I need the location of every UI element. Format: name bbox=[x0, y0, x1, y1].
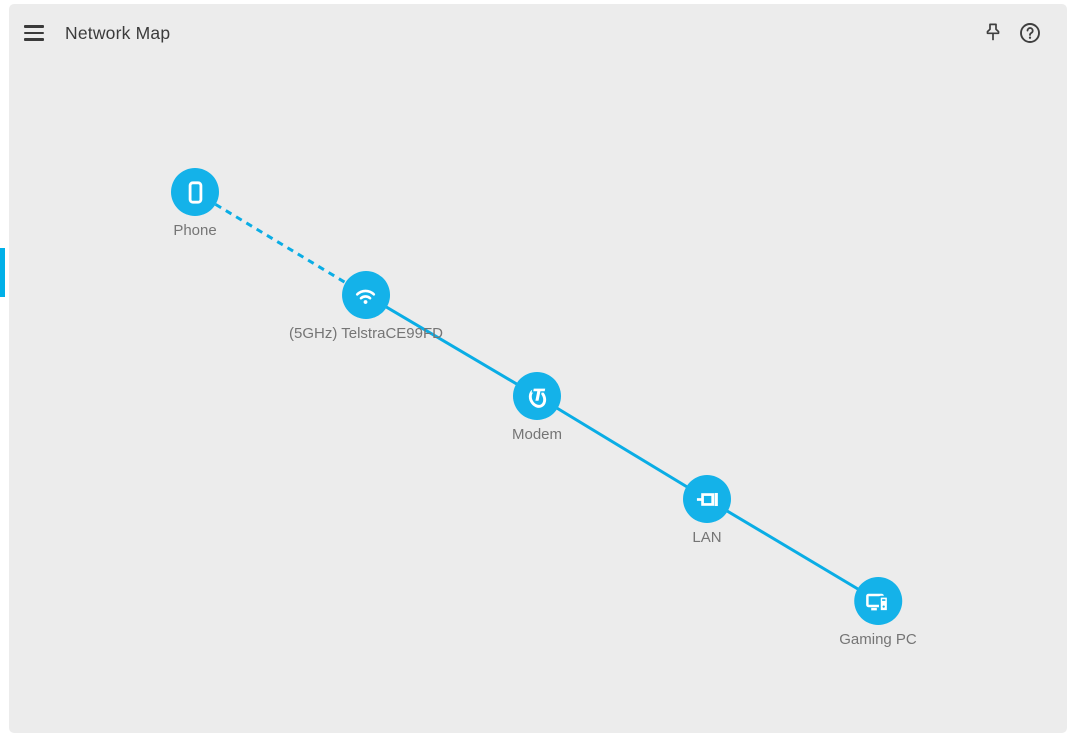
telstra-icon bbox=[513, 372, 561, 420]
phone-icon bbox=[171, 168, 219, 216]
node-label-phone: Phone bbox=[173, 222, 217, 239]
content-card: Network Map Phone (5GHz) TelstraCE99FD Mod… bbox=[9, 4, 1067, 733]
page-title: Network Map bbox=[65, 22, 171, 43]
node-modem[interactable]: Modem bbox=[512, 372, 562, 443]
node-label-wifi-5ghz: (5GHz) TelstraCE99FD bbox=[289, 325, 443, 342]
node-gaming-pc[interactable]: Gaming PC bbox=[839, 577, 917, 648]
scrollbar-thumb[interactable] bbox=[0, 248, 5, 297]
computer-icon bbox=[854, 577, 902, 625]
edge-modem-lan bbox=[536, 394, 708, 501]
edge-lan-gaming-pc bbox=[706, 497, 879, 603]
ethernet-icon bbox=[683, 475, 731, 523]
hamburger-menu-icon[interactable] bbox=[24, 22, 46, 44]
help-icon[interactable] bbox=[1018, 21, 1042, 45]
node-label-modem: Modem bbox=[511, 426, 563, 443]
node-lan[interactable]: LAN bbox=[683, 475, 731, 546]
node-label-lan: LAN bbox=[692, 529, 722, 546]
node-wifi-5ghz[interactable]: (5GHz) TelstraCE99FD bbox=[289, 271, 443, 342]
node-label-gaming-pc: Gaming PC bbox=[839, 631, 917, 648]
pin-icon[interactable] bbox=[981, 21, 1005, 45]
node-phone[interactable]: Phone bbox=[171, 168, 219, 239]
header-bar: Network Map bbox=[9, 4, 1067, 62]
edge-phone-wifi-5ghz bbox=[194, 190, 367, 297]
wifi-icon bbox=[342, 271, 390, 319]
edges-svg bbox=[194, 190, 879, 603]
edge-wifi-5ghz-modem bbox=[365, 293, 538, 398]
